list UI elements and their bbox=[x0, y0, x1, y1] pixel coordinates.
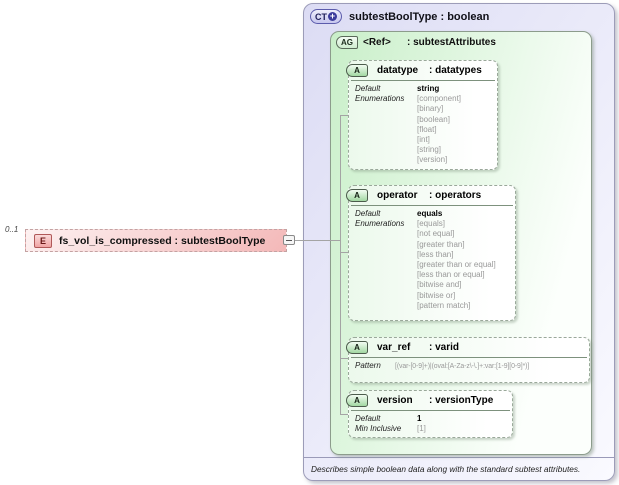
attribute-group-name: <Ref> bbox=[363, 37, 391, 48]
connector-stub-version bbox=[341, 414, 348, 415]
property-values: equals[equals][not equal][greater than][… bbox=[417, 209, 496, 310]
connector-stub-datatype bbox=[341, 115, 348, 116]
annotation-text: Describes simple boolean data along with… bbox=[311, 464, 581, 474]
property-names: Pattern bbox=[355, 361, 381, 370]
connector-stub-var-ref bbox=[341, 358, 348, 359]
complex-type-title: subtestBoolType : boolean bbox=[349, 10, 490, 23]
attribute-group-type: : subtestAttributes bbox=[407, 37, 496, 48]
attribute-header: var_ref : varid bbox=[351, 338, 587, 358]
complex-type-badge-label: CT bbox=[315, 11, 327, 22]
cardinality-label: 0..1 bbox=[5, 225, 19, 234]
property-values: string[component][binary][boolean][float… bbox=[417, 84, 462, 165]
attribute-name: datatype bbox=[377, 65, 419, 76]
attribute-header: datatype : datatypes bbox=[351, 61, 495, 81]
element-box[interactable]: E fs_vol_is_compressed : subtestBoolType bbox=[25, 229, 287, 252]
attribute-badge: A bbox=[346, 341, 368, 354]
attribute-badge: A bbox=[346, 64, 368, 77]
element-badge: E bbox=[34, 233, 52, 248]
attribute-type: : operators bbox=[429, 190, 482, 201]
expand-icon[interactable]: + bbox=[328, 11, 337, 21]
attribute-header: version : versionType bbox=[351, 391, 510, 411]
attribute-box-var-ref[interactable]: A var_ref : varid Pattern [(var-[0-9]+)|… bbox=[346, 337, 590, 383]
element-label: fs_vol_is_compressed : subtestBoolType bbox=[59, 234, 266, 247]
connector-trunk bbox=[340, 115, 341, 415]
attribute-name: var_ref bbox=[377, 342, 411, 353]
attribute-type: : versionType bbox=[429, 395, 494, 406]
attribute-badge: A bbox=[346, 394, 368, 407]
attribute-header: operator : operators bbox=[351, 186, 513, 206]
attribute-name: operator bbox=[377, 190, 418, 201]
attribute-type: : datatypes bbox=[429, 65, 482, 76]
attribute-badge: A bbox=[346, 189, 368, 202]
attribute-type: : varid bbox=[429, 342, 460, 353]
attribute-properties: Pattern [(var-[0-9]+)|(oval:[A-Za-z\-\.]… bbox=[349, 358, 589, 375]
attribute-group-header: AG <Ref> : subtestAttributes bbox=[336, 36, 496, 49]
complex-type-badge: CT + bbox=[310, 9, 342, 24]
annotation-strip: Describes simple boolean data along with… bbox=[304, 457, 614, 480]
connector-line bbox=[295, 240, 341, 241]
property-values: 1[1] bbox=[417, 414, 426, 434]
property-values: [(var-[0-9]+)|(oval:[A-Za-z\-\.]+:var:[1… bbox=[395, 363, 530, 370]
attribute-group-badge: AG bbox=[336, 36, 358, 49]
minus-icon bbox=[286, 239, 292, 241]
collapse-handle[interactable] bbox=[283, 235, 295, 245]
complex-type-header: CT + subtestBoolType : boolean bbox=[310, 9, 489, 24]
attribute-name: version bbox=[377, 395, 413, 406]
connector-stub-operator bbox=[341, 252, 348, 253]
